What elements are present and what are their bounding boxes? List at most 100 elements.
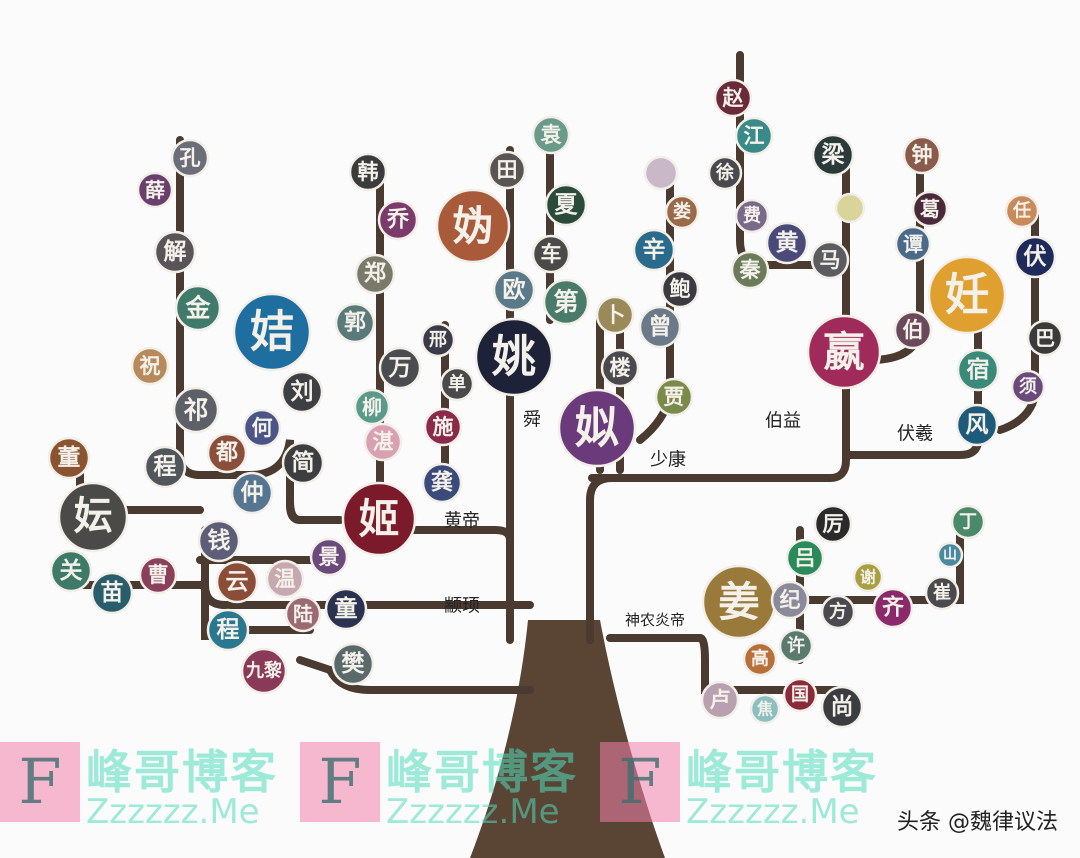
surname-circle: [872, 587, 914, 629]
surname-circle: [420, 322, 456, 358]
surname-node: 刘: [280, 370, 324, 414]
surname-char: 温: [275, 567, 296, 591]
watermark-logo: F: [300, 742, 380, 822]
surname-node: 贾: [654, 377, 694, 417]
surname-char: 欧: [503, 277, 526, 303]
surname-node: 施: [423, 407, 463, 447]
surname-circle: [700, 680, 740, 720]
surname-char: 童: [335, 595, 358, 622]
surname-char: 秦: [739, 258, 762, 282]
watermark-logo: F: [600, 742, 680, 822]
branch: [396, 526, 514, 544]
surname-circle: [542, 278, 590, 326]
surname-circle: [749, 693, 781, 725]
surname-circle: [492, 268, 536, 312]
surname-node: 伯: [893, 310, 933, 350]
surname-node: [834, 192, 866, 224]
surname-circle: [240, 647, 288, 695]
surname-char: 姚: [491, 332, 536, 383]
surname-char: 都: [215, 441, 238, 466]
surname-circle: [742, 641, 778, 677]
surname-circle: [341, 481, 417, 557]
surname-circle: [782, 677, 818, 713]
surname-circle: [174, 284, 222, 332]
watermark-logo: F: [0, 742, 80, 822]
surname-node: 曹: [138, 555, 178, 595]
surname-char: 柳: [362, 395, 382, 419]
label-huangdi: 黄帝: [444, 511, 480, 532]
surname-circle: [215, 560, 259, 604]
surname-node: 金: [174, 284, 222, 332]
surname-char: 董: [58, 445, 81, 471]
surname-node: 苗: [90, 571, 134, 615]
surname-node: 姒: [557, 388, 637, 468]
surname-node: 赵: [713, 78, 753, 118]
surname-char: 关: [60, 557, 83, 584]
surname-circle: [197, 519, 241, 563]
surname-char: 须: [1019, 377, 1037, 398]
surname-char: 解: [164, 238, 187, 265]
surname-char: 辛: [643, 236, 666, 263]
watermark-url: Zzzzzz.Me: [686, 792, 860, 832]
surname-circle: [421, 462, 463, 504]
surname-node: 单: [439, 366, 475, 402]
surname-node: 关: [49, 549, 93, 593]
surname-char: 葛: [919, 197, 940, 221]
ancestor-labels: 黄帝 颛顼 舜 少康 伯益 伏羲 神农炎帝: [444, 410, 933, 630]
surname-char: 祁: [183, 396, 208, 425]
surname-node: 田: [487, 150, 527, 190]
surname-char: 郭: [344, 310, 366, 336]
surname-char: 夏: [555, 192, 579, 218]
surname-circle: [423, 407, 463, 447]
watermark-text: 峰哥博客: [686, 745, 878, 799]
surname-circle: [632, 228, 676, 272]
surname-node: 费: [734, 198, 770, 234]
surname-char: 嬴: [824, 328, 865, 376]
surname-char: 妊: [945, 270, 989, 321]
surname-circle: [284, 595, 322, 633]
watermark-url: Zzzzzz.Me: [386, 792, 560, 832]
surname-char: 焦: [756, 700, 773, 719]
surname-node: 许: [778, 628, 814, 664]
surname-node: 欧: [492, 268, 536, 312]
surname-char: 湛: [373, 430, 394, 454]
surname-char: 曾: [649, 313, 672, 340]
branch: [296, 656, 534, 694]
surname-circle: [378, 346, 422, 390]
surname-char: 妘: [73, 495, 112, 540]
surname-circle: [265, 559, 305, 599]
surname-node: 葛: [911, 190, 949, 228]
surname-node: [643, 155, 679, 191]
surname-node: 钱: [197, 519, 241, 563]
surname-circle: [778, 628, 814, 664]
branch: [586, 474, 616, 644]
surname-circle: [936, 541, 964, 569]
surname-circle: [911, 190, 949, 228]
surname-node: 简: [281, 441, 325, 485]
surname-circle: [924, 575, 960, 611]
surname-circle: [172, 386, 220, 434]
surname-circle: [363, 422, 403, 462]
surname-circle: [1004, 193, 1040, 229]
surname-char: 云: [226, 569, 249, 595]
surname-circle: [595, 295, 635, 335]
surname-node: 九黎: [240, 647, 288, 695]
surname-circle: [956, 348, 1000, 392]
surname-node: 都: [206, 432, 248, 474]
surname-node: 娄: [664, 194, 700, 230]
surname-circle: [439, 366, 475, 402]
surname-circle: [136, 171, 174, 209]
surname-circle: [242, 408, 282, 448]
surname-char: 巴: [1035, 326, 1055, 350]
label-boyi: 伯益: [765, 411, 801, 432]
label-shennong: 神农炎帝: [625, 611, 685, 629]
surname-circle: [557, 388, 637, 468]
surname-node: 孔: [170, 138, 210, 178]
surname-node: 徐: [707, 155, 743, 191]
surname-circle: [643, 155, 679, 191]
surname-circle: [638, 305, 682, 349]
surname-char: 刘: [291, 378, 314, 405]
surname-circle: [487, 150, 527, 190]
surname-circle: [811, 133, 855, 177]
surname-char: 何: [252, 416, 273, 440]
